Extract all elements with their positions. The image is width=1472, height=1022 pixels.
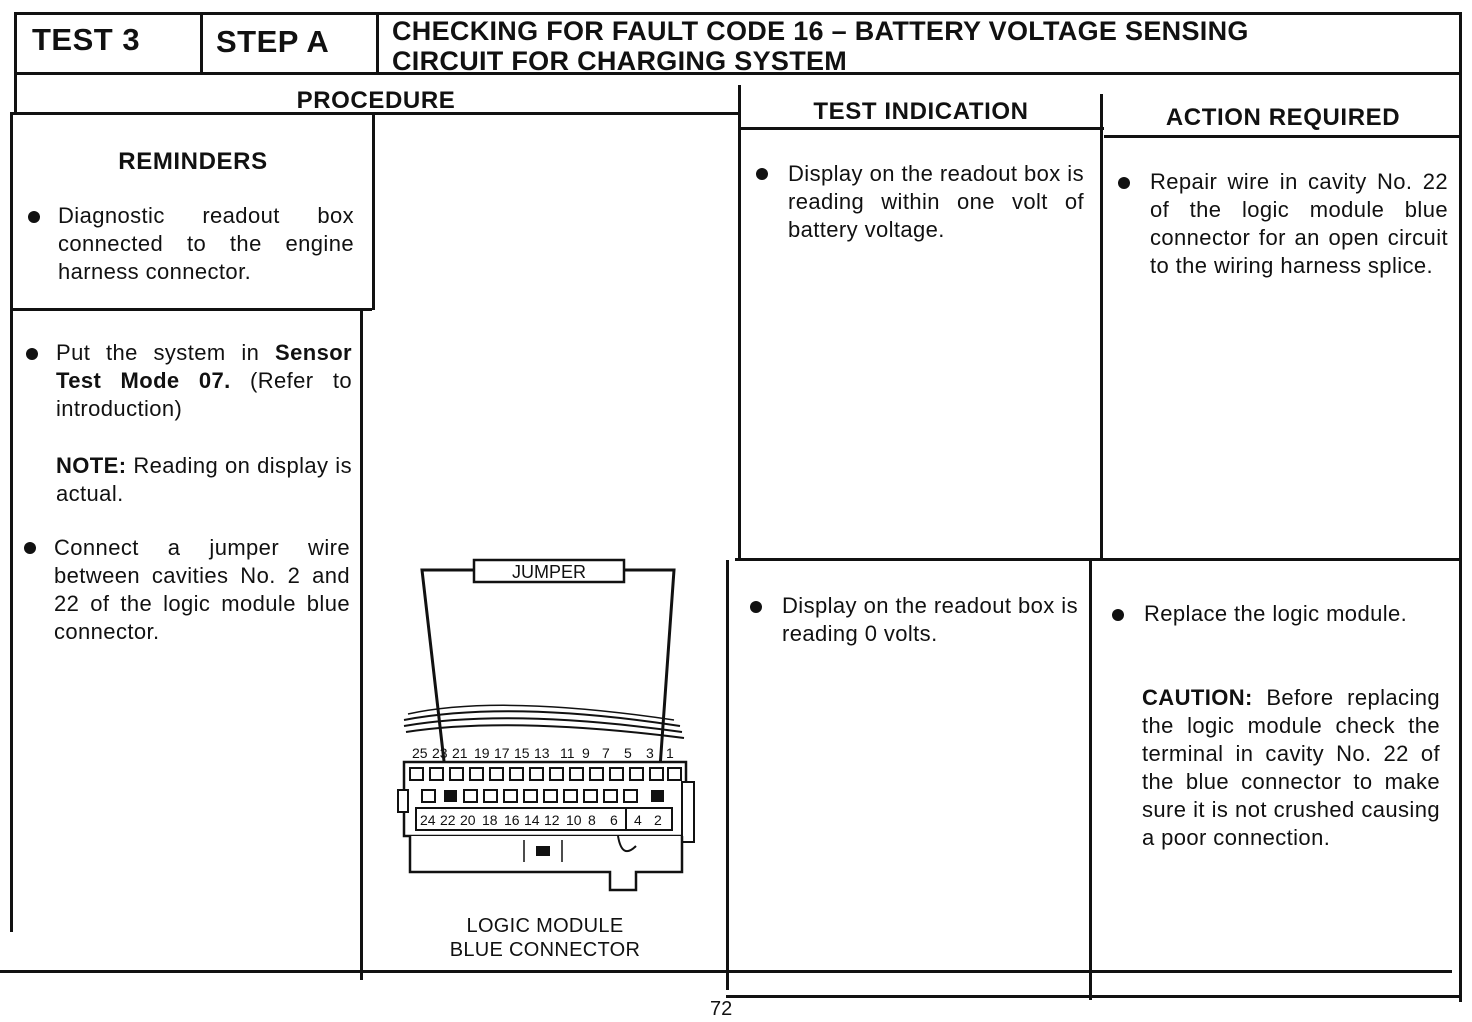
procedure-column-header: PROCEDURE (296, 87, 456, 114)
cavity-number: 23 (432, 745, 448, 761)
bullet (1118, 177, 1130, 189)
connector-latch (536, 846, 550, 856)
cavity-number: 11 (560, 745, 575, 761)
procedure-step-sensor-mode: Put the system in Sensor Test Mode 07. (… (56, 340, 352, 421)
title-line-1: CHECKING FOR FAULT CODE 16 – BATTERY VOL… (392, 16, 1249, 46)
cavity-number: 7 (602, 745, 610, 761)
procedure-note: NOTE: Reading on display is actual. (56, 453, 352, 506)
caution-note: CAUTION: Before replacing the logic modu… (1142, 685, 1440, 850)
title-line-2: CIRCUIT FOR CHARGING SYSTEM (392, 46, 848, 76)
test-step-divider (200, 12, 203, 74)
cavity-number: 4 (634, 812, 642, 828)
bottom-row-cavities (421, 789, 638, 803)
reminder-item: Diagnostic readout box connected to the … (58, 203, 354, 284)
cavity-number: 16 (504, 812, 520, 828)
action-required-1: Repair wire in cavity No. 22 of the logi… (1150, 169, 1448, 278)
top-row-cavity-numbers: 25 23 21 19 17 15 13 11 9 7 5 3 1 (412, 745, 674, 761)
left-border (10, 112, 13, 932)
indication-action-divider-lower (1089, 560, 1092, 1000)
cavity-number: 2 (654, 812, 662, 828)
cavity-number: 13 (534, 745, 550, 761)
cavity-number: 9 (582, 745, 590, 761)
cavity-number: 24 (420, 812, 436, 828)
cavity-number: 1 (666, 745, 674, 761)
bullet (28, 211, 40, 223)
page-title: CHECKING FOR FAULT CODE 16 – BATTERY VOL… (392, 16, 1452, 76)
jumper-label: JUMPER (512, 562, 586, 582)
cavity-number: 8 (588, 812, 596, 828)
procedure-indication-divider-lower (726, 560, 729, 990)
cavity-number: 3 (646, 745, 654, 761)
header-bottom-border (14, 72, 1462, 75)
action-head-border (1104, 135, 1462, 138)
bullet (24, 542, 36, 554)
cavity-number: 6 (610, 812, 618, 828)
test-number: TEST 3 (32, 22, 141, 57)
results-bottom-border (726, 995, 1462, 998)
procedure-head-border (12, 112, 740, 115)
bottom-row-cavity-numbers: 24 22 20 18 16 14 12 10 8 6 4 2 (420, 812, 662, 828)
page-number: 72 (710, 998, 733, 1020)
cavity-number: 14 (524, 812, 540, 828)
table-top-border (14, 12, 1462, 15)
step-title-divider (376, 12, 379, 74)
cavity-number: 20 (460, 812, 476, 828)
cavity-number: 21 (452, 745, 468, 761)
left-border-top (14, 12, 17, 112)
reminders-bottom-border (12, 308, 372, 311)
connector-housing (408, 836, 684, 892)
cavity-number: 12 (544, 812, 560, 828)
bullet (756, 168, 768, 180)
jumper-label-box (472, 558, 626, 584)
cavity-number: 22 (440, 812, 456, 828)
action-required-column-header: ACTION REQUIRED (1165, 104, 1401, 131)
cavity-number: 5 (624, 745, 632, 761)
cavity-22-jumpered (444, 790, 457, 802)
cavity-number: 25 (412, 745, 428, 761)
cavity-number: 17 (494, 745, 510, 761)
bullet (1112, 609, 1124, 621)
cavity-2-jumpered (651, 790, 664, 802)
cavity-number: 10 (566, 812, 582, 828)
indication-head-border (740, 127, 1104, 130)
reminders-right-border (372, 112, 375, 310)
results-divider (735, 558, 1462, 561)
bullet (26, 348, 38, 360)
test-indication-1: Display on the readout box is reading wi… (788, 161, 1084, 242)
right-border (1459, 12, 1462, 1002)
test-indication-column-header: TEST INDICATION (813, 98, 1029, 125)
step-label: STEP A (216, 24, 330, 59)
jumper-wire-right (624, 568, 676, 797)
procedure-step-jumper: Connect a jumper wire between cavities N… (54, 535, 350, 644)
top-row-cavities (409, 767, 682, 781)
indication-action-divider-upper (1100, 94, 1103, 560)
reminders-heading: REMINDERS (118, 148, 268, 175)
procedure-indication-divider-upper (738, 85, 741, 560)
caption-line-1: LOGIC MODULE (466, 915, 624, 937)
procedure-text-divider (360, 310, 363, 980)
caption-line-2: BLUE CONNECTOR (449, 939, 641, 961)
bullet (750, 601, 762, 613)
cavity-number: 18 (482, 812, 498, 828)
test-indication-2: Display on the readout box is reading 0 … (782, 593, 1078, 646)
logic-module-connector-diagram: JUMPER 25 23 21 19 17 15 13 11 9 7 5 3 1 (397, 558, 695, 892)
cavity-number: 15 (514, 745, 530, 761)
diagram-caption: LOGIC MODULE BLUE CONNECTOR (400, 914, 690, 962)
action-required-2: Replace the logic module. (1144, 601, 1408, 626)
cavity-number: 19 (474, 745, 490, 761)
